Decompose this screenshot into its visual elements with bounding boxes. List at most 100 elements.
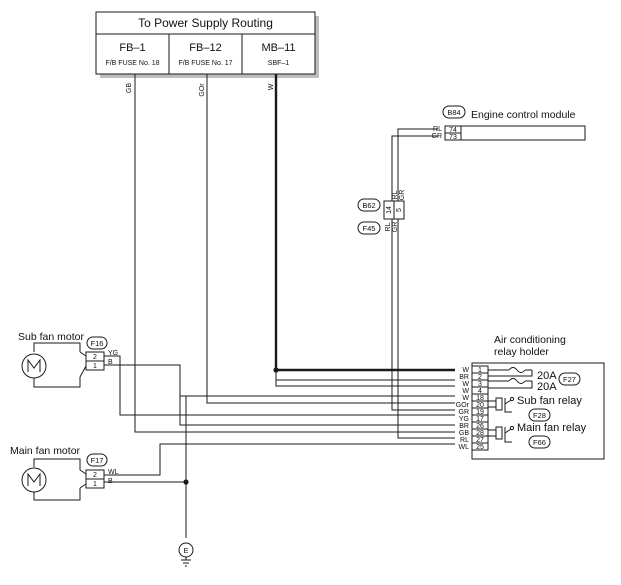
wire-sub-br [104,364,455,426]
ecm-connector: B84 [447,108,460,117]
relay-wire-10: RL [460,437,469,444]
relay-wire-9: GB [459,430,469,437]
relay-holder: Air conditioning relay holder 1W2BR3W4W1… [456,334,605,460]
ground-label: E [183,546,188,555]
fuse-fb12-name: FB–12 [189,42,221,54]
f45-connector: F45 [363,224,376,233]
intermediate-pin-14: 14 [386,206,393,214]
relay-pin-20: 20 [476,402,484,409]
intermediate-pin-5: 5 [396,208,403,212]
ecm-wire-gr: GR [432,133,443,140]
wire-ecm-gr [391,135,438,201]
junction-dot [273,367,279,373]
ground-symbol: E [178,542,194,567]
main-fan-relay-label: Main fan relay [517,422,587,434]
sub-fan-motor: Sub fan motor 2 1 F16 YG B [18,331,118,388]
relay-pin-17: 17 [476,416,484,423]
sub-fan-wire-b: B [108,359,113,366]
wire-w-branch-3 [275,370,455,381]
relay-wire-8: BR [459,423,469,430]
wire-rl [397,219,455,439]
relay-wire-11: WL [459,444,470,451]
relay-pin-28: 28 [476,430,484,437]
main-fan-label: Main fan motor [10,445,81,457]
relay-pin-25: 25 [476,444,484,451]
ecm-connector-badge [442,105,466,119]
wire-label-gr-lower: GR [392,222,399,233]
relay-holder-label-1: Air conditioning [494,334,566,346]
wire-label-rl-upper: RL [392,190,399,199]
f17-connector: F17 [91,456,104,465]
relay-pin-18: 18 [476,395,484,402]
wire-sub-yg [104,355,455,416]
wire-gb [134,74,455,433]
fuse-fb1-name: FB–1 [119,42,145,54]
fuse-20a-b-label: 20A [537,381,557,393]
fuse-mb11-detail: SBF–1 [268,60,290,67]
relay-wire-7: YG [459,416,469,423]
main-fan-pin-1: 1 [93,481,97,488]
main-fan-pin-2: 2 [93,472,97,479]
f28-badge [528,408,551,422]
sub-fan-pin-1: 1 [93,363,97,370]
ecm-pin-73: 73 [449,134,457,141]
relay-wire-3: W [462,388,469,395]
power-supply-routing-box: To Power Supply Routing FB–1 F/B FUSE No… [95,11,319,78]
f16-badge [86,336,108,350]
b62-connector: B62 [362,201,375,210]
wire-gr [391,219,455,411]
fuse-20a-a-label: 20A [537,370,557,382]
main-fan-motor: Main fan motor 2 1 F17 WL B [10,445,119,501]
engine-control-module: 74 73 RL GR B84 Engine control module [432,105,586,141]
wire-ecm-rl [397,128,438,201]
main-fan-wire-b: B [108,478,113,485]
sub-fan-relay-label: Sub fan relay [517,395,582,407]
relay-wire-5: GOr [456,402,470,409]
wire-label-gb: GB [126,83,133,93]
relay-wire-6: GR [459,409,470,416]
junction-dot [183,479,189,485]
f66-badge [528,435,551,449]
relay-pin-26: 26 [476,423,484,430]
sub-fan-pin-2: 2 [93,354,97,361]
ecm-pin-74: 74 [449,127,457,134]
wire-label-gor: GOr [199,83,206,97]
intermediate-connector: 14 5 RL GR RL GR B62 F45 [357,190,406,235]
power-supply-title: To Power Supply Routing [138,16,273,30]
fuse-20a-b-symbol [508,378,526,384]
relay-pin-3: 3 [478,381,482,388]
f27-connector: F27 [563,375,576,384]
wire-w-branch-4 [275,380,455,387]
wire-label-rl-lower: RL [385,222,392,231]
f16-connector: F16 [91,339,104,348]
relay-pin-2: 2 [478,374,482,381]
f28-connector: F28 [533,411,546,420]
f66-connector: F66 [533,438,546,447]
fuse-20a-a-symbol [508,367,526,373]
relay-pin-27: 27 [476,437,484,444]
fuse-fb12-detail: F/B FUSE No. 17 [178,60,232,67]
fuse-mb11-name: MB–11 [261,42,295,54]
sub-fan-wire-yg: YG [108,350,118,357]
relay-pin-rows: 1W2BR3W4W18W20GOr19GR17YG26BR28GB27RL25W… [456,367,488,451]
ecm-wire-rl: RL [433,126,442,133]
fuse-fb1-detail: F/B FUSE No. 18 [105,60,159,67]
main-fan-wire-wl: WL [108,469,119,476]
relay-wire-0: W [462,367,469,374]
ecm-label: Engine control module [471,109,576,121]
relay-wire-1: BR [459,374,469,381]
f27-badge [558,372,581,386]
wire-label-gr-upper: GR [399,190,406,201]
wire-gor [206,74,455,404]
relay-pin-19: 19 [476,409,484,416]
f17-badge [86,453,108,467]
relay-pin-1: 1 [478,367,482,374]
sub-fan-label: Sub fan motor [18,331,84,343]
wire-label-w: W [268,83,275,90]
relay-holder-label-2: relay holder [494,346,549,358]
f45-badge [357,221,381,235]
relay-wire-2: W [462,381,469,388]
wire-main-wl [104,443,455,476]
relay-wire-4: W [462,395,469,402]
